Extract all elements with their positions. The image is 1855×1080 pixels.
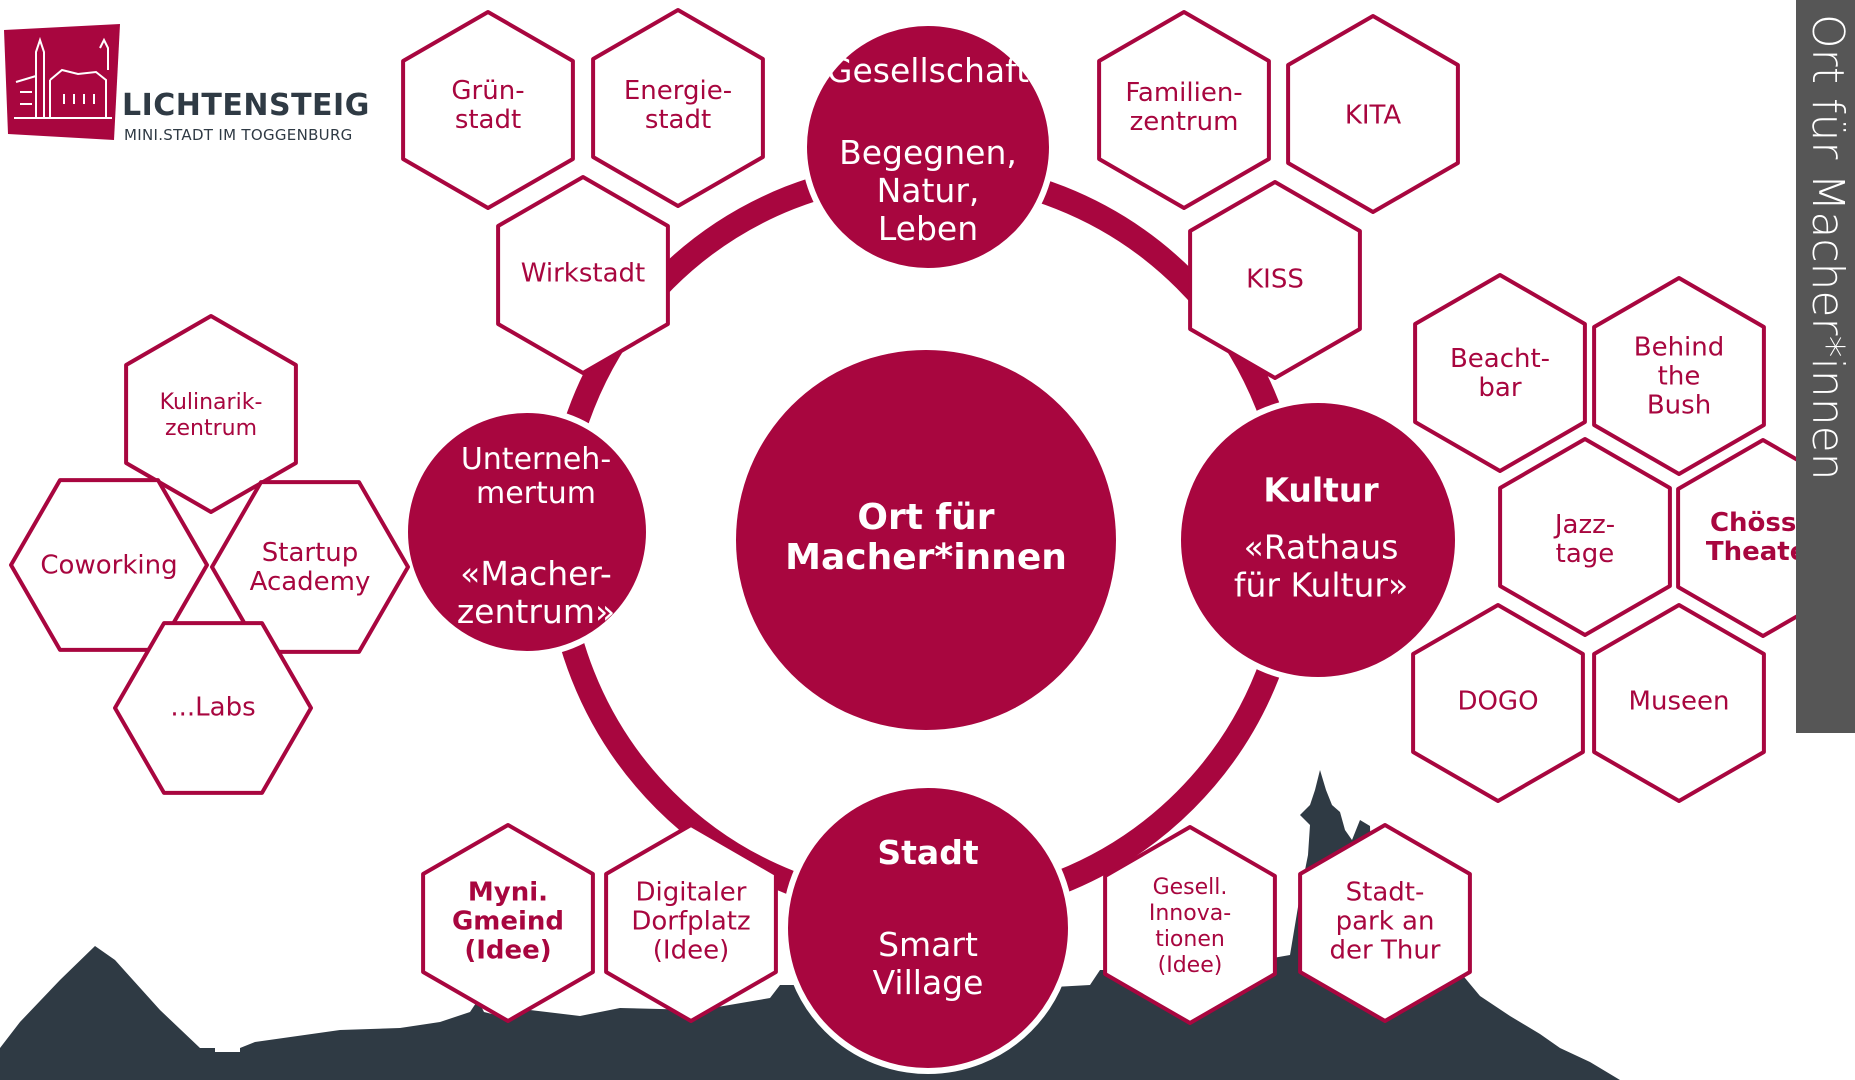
side-title-bar: Ort für Macher*innen	[1796, 0, 1855, 733]
hex-label-gesell-innovationen: Gesell. Innova- tionen (Idee)	[1148, 875, 1232, 978]
pillar-circle-kultur	[1175, 397, 1461, 683]
hex-familienzentrum	[1097, 10, 1271, 210]
hex-label-wirkstadt: Wirkstadt	[520, 258, 646, 289]
hex-label-jazztage: Jazz- tage	[1554, 510, 1616, 569]
hex-wirkstadt	[496, 175, 670, 375]
hex-dogo	[1411, 603, 1585, 803]
pillar-kultur-label: Kultur «Rathaus für Kultur»	[1234, 453, 1408, 624]
hex-labs	[113, 621, 313, 795]
hex-label-dogo: DOGO	[1457, 686, 1539, 717]
pillar-stadt-title: Stadt	[877, 833, 979, 872]
center-circle	[736, 350, 1116, 730]
hex-label-gruenstadt: Grün- stadt	[451, 76, 525, 135]
hex-kulinarikzentrum	[124, 314, 298, 514]
hex-label-digitaler-dorfplatz: Digitaler Dorfplatz (Idee)	[631, 877, 751, 966]
logo-subtitle: MINI.STADT IM TOGGENBURG	[124, 126, 353, 144]
hexagon-layer	[9, 8, 1850, 1025]
hex-label-beachtbar: Beacht- bar	[1449, 344, 1551, 403]
pillar-circle-stadt	[782, 782, 1074, 1074]
hex-myni-gmeind	[421, 823, 595, 1023]
hex-label-kita: KITA	[1344, 100, 1402, 131]
center-label: Ort für Macher*innen	[785, 479, 1067, 597]
hex-kiss	[1188, 180, 1362, 380]
hex-label-labs: ...Labs	[170, 692, 256, 723]
pillar-unternehmertum-subtitle: «Macher- zentrum»	[456, 554, 616, 631]
pillar-circle-unternehmertum	[402, 407, 652, 657]
pillar-kultur-title: Kultur	[1263, 470, 1379, 510]
hex-label-energiestadt: Energie- stadt	[623, 76, 733, 135]
pillar-gesellschaft-subtitle: Begegnen, Natur, Leben	[839, 133, 1017, 248]
pillar-gesellschaft-label: Gesellschaft Begegnen, Natur, Leben	[827, 33, 1029, 267]
hex-label-startup-academy: Startup Academy	[249, 538, 371, 597]
pillar-stadt-subtitle: Smart Village	[872, 925, 984, 1002]
center-title: Ort für Macher*innen	[785, 497, 1067, 578]
pillar-kultur-subtitle: «Rathaus für Kultur»	[1233, 527, 1409, 605]
hex-startup-academy	[210, 480, 410, 654]
pillar-gesellschaft-title: Gesellschaft	[826, 51, 1030, 90]
logo-mark	[4, 24, 120, 140]
pillar-circle-gesellschaft	[801, 20, 1055, 274]
pillar-unternehmertum-label: Unterneh- mertum «Macher- zentrum»	[457, 424, 615, 650]
hex-label-familienzentrum: Familien- zentrum	[1125, 78, 1243, 137]
hex-jazztage	[1498, 437, 1672, 637]
hex-museen	[1592, 603, 1766, 803]
hex-gesell-innovationen	[1103, 825, 1277, 1025]
hex-stadtpark	[1298, 823, 1472, 1023]
hex-kita	[1286, 14, 1460, 214]
hex-energiestadt	[591, 8, 765, 208]
hex-gruenstadt	[401, 10, 575, 210]
hex-beachtbar	[1413, 273, 1587, 473]
pillar-unternehmertum-title: Unterneh- mertum	[460, 442, 612, 511]
hex-label-coworking: Coworking	[40, 550, 178, 581]
pillar-stadt-label: Stadt Smart Village	[873, 815, 984, 1021]
hex-label-stadtpark: Stadt- park an der Thur	[1329, 877, 1441, 966]
hex-label-behind-the-bush: Behind the Bush	[1633, 332, 1725, 421]
hex-label-kulinarikzentrum: Kulinarik- zentrum	[159, 390, 263, 441]
logo-title: LICHTENSTEIG	[122, 88, 370, 123]
hex-digitaler-dorfplatz	[604, 823, 778, 1023]
hex-behind-the-bush	[1592, 276, 1766, 476]
hex-label-myni-gmeind: Myni. Gmeind (Idee)	[451, 877, 565, 966]
hex-label-kiss: KISS	[1246, 264, 1304, 295]
hex-label-museen: Museen	[1628, 686, 1730, 717]
side-title-text: Ort für Macher*innen	[1802, 14, 1853, 481]
